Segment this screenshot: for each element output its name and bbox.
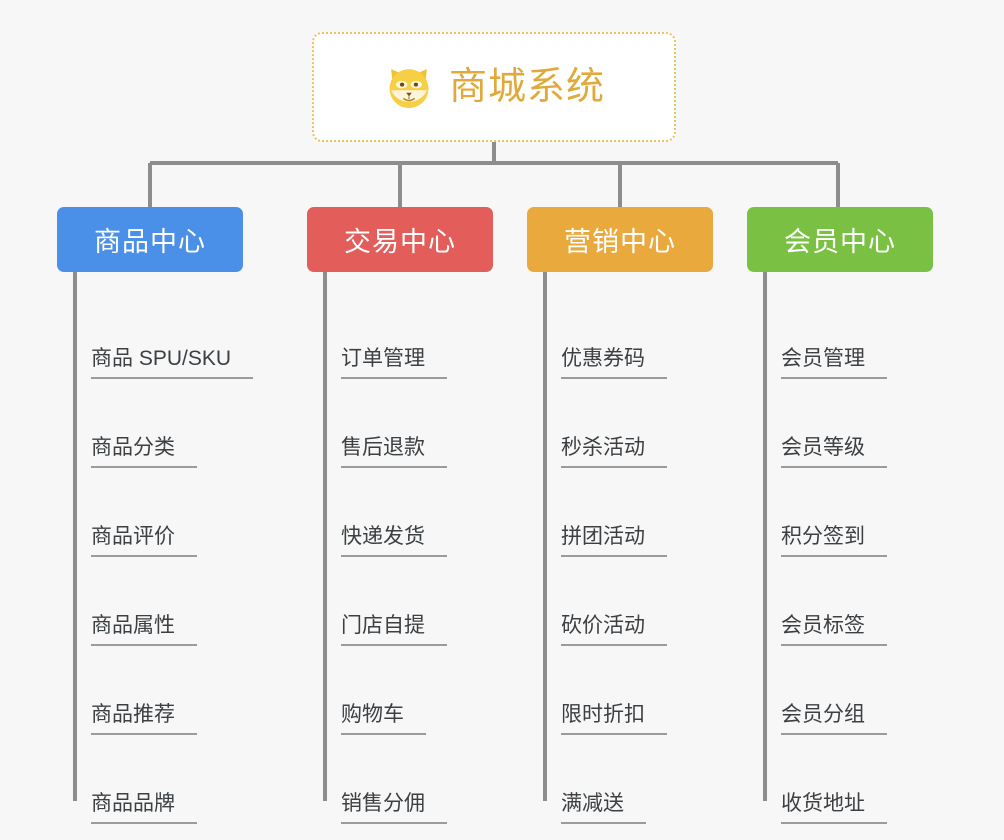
item-label: 商品 SPU/SKU [91,347,254,379]
list-item[interactable]: 积分签到 [765,468,933,557]
list-item[interactable]: 商品 SPU/SKU [75,290,254,379]
branch-header-label: 营销中心 [564,227,676,257]
list-item[interactable]: 限时折扣 [545,646,713,735]
list-item[interactable]: 订单管理 [325,290,493,379]
list-item[interactable]: 会员管理 [765,290,933,379]
branch-column-2: 交易中心 订单管理 售后退款 快递发货 门店自提 购物车 销售分佣 [307,207,493,824]
list-item[interactable]: 商品品牌 [75,735,243,824]
list-item[interactable]: 商品分类 [75,379,243,468]
item-label: 销售分佣 [341,792,447,824]
item-label: 满减送 [561,792,646,824]
item-label: 限时折扣 [561,703,667,735]
list-item[interactable]: 销售分佣 [325,735,493,824]
shiba-dog-face-icon [389,69,429,109]
branch-items-2: 订单管理 售后退款 快递发货 门店自提 购物车 销售分佣 [307,272,493,824]
item-label: 会员管理 [781,347,887,379]
item-label: 订单管理 [341,347,447,379]
list-item[interactable]: 购物车 [325,646,493,735]
branch-header-label: 商品中心 [94,227,206,257]
branch-items-3: 优惠券码 秒杀活动 拼团活动 砍价活动 限时折扣 满减送 [527,272,713,824]
item-label: 积分签到 [781,525,887,557]
list-item[interactable]: 拼团活动 [545,468,713,557]
root-title: 商城系统 [448,66,605,108]
item-label: 商品属性 [91,614,197,646]
list-item[interactable]: 门店自提 [325,557,493,646]
branch-header-1[interactable]: 商品中心 [57,207,243,272]
list-item[interactable]: 售后退款 [325,379,493,468]
item-label: 售后退款 [341,436,447,468]
item-label: 秒杀活动 [561,436,667,468]
list-item[interactable]: 砍价活动 [545,557,713,646]
list-item[interactable]: 商品属性 [75,557,243,646]
branch-header-label: 交易中心 [344,227,456,257]
list-item[interactable]: 收货地址 [765,735,933,824]
list-item[interactable]: 会员标签 [765,557,933,646]
branch-column-3: 营销中心 优惠券码 秒杀活动 拼团活动 砍价活动 限时折扣 满减送 [527,207,713,824]
list-item[interactable]: 快递发货 [325,468,493,557]
item-label: 商品分类 [91,436,197,468]
item-label: 拼团活动 [561,525,667,557]
list-item[interactable]: 商品评价 [75,468,243,557]
branch-items-4: 会员管理 会员等级 积分签到 会员标签 会员分组 收货地址 [747,272,933,824]
item-label: 快递发货 [341,525,447,557]
item-label: 会员标签 [781,614,887,646]
item-label: 优惠券码 [561,347,667,379]
item-label: 会员等级 [781,436,887,468]
list-item[interactable]: 会员等级 [765,379,933,468]
item-label: 商品评价 [91,525,197,557]
branch-header-label: 会员中心 [784,227,896,257]
item-label: 会员分组 [781,703,887,735]
item-label: 砍价活动 [561,614,667,646]
list-item[interactable]: 商品推荐 [75,646,243,735]
item-label: 门店自提 [341,614,447,646]
list-item[interactable]: 优惠券码 [545,290,713,379]
item-label: 购物车 [341,703,426,735]
branch-header-3[interactable]: 营销中心 [527,207,713,272]
branch-column-4: 会员中心 会员管理 会员等级 积分签到 会员标签 会员分组 收货地址 [747,207,933,824]
list-item[interactable]: 秒杀活动 [545,379,713,468]
item-label: 商品推荐 [91,703,197,735]
branch-column-1: 商品中心 商品 SPU/SKU 商品分类 商品评价 商品属性 商品推荐 商品品牌 [57,207,254,824]
list-item[interactable]: 会员分组 [765,646,933,735]
item-label: 收货地址 [781,792,887,824]
branch-header-4[interactable]: 会员中心 [747,207,933,272]
branch-items-1: 商品 SPU/SKU 商品分类 商品评价 商品属性 商品推荐 商品品牌 [57,272,254,824]
item-label: 商品品牌 [91,792,197,824]
root-node[interactable]: 商城系统 [312,32,676,142]
branch-header-2[interactable]: 交易中心 [307,207,493,272]
list-item[interactable]: 满减送 [545,735,713,824]
